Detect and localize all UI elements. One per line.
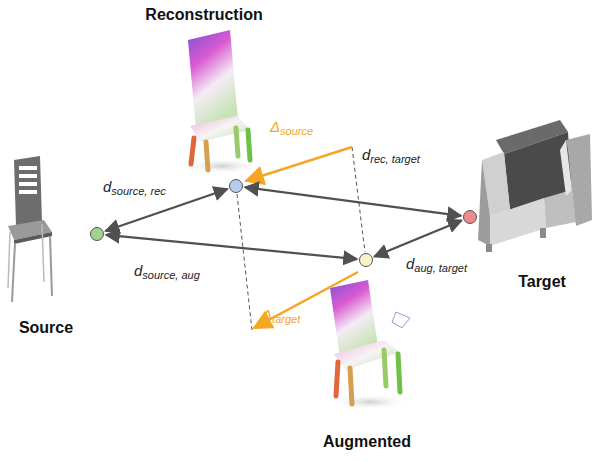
point-marker: Target — [463, 210, 477, 224]
distance-label: daug, target — [406, 255, 467, 274]
augmented-chair — [330, 280, 410, 410]
distance-label: dsource, rec — [103, 178, 166, 197]
delta-arrow — [254, 272, 358, 328]
delta-label: Δtarget — [262, 306, 300, 325]
delta-arrow — [246, 147, 352, 181]
point-marker: Source — [90, 227, 104, 241]
shape-name: Source — [19, 319, 73, 337]
point-marker: Augmented — [359, 253, 373, 267]
delta-label: Δsource — [270, 118, 313, 137]
dashed-guide — [237, 194, 252, 330]
reconstruction-chair — [182, 30, 262, 174]
shape-name: Target — [518, 273, 566, 291]
distance-label: drec, target — [362, 146, 420, 165]
source-chair — [8, 156, 52, 302]
shape-name: Reconstruction — [145, 6, 262, 24]
distance-arrow — [106, 235, 357, 259]
distance-arrow — [245, 187, 461, 216]
shape-name: Augmented — [323, 433, 411, 451]
distance-label: dsource, aug — [134, 262, 200, 281]
distance-arrow — [374, 220, 461, 256]
target-armchair — [478, 120, 592, 252]
point-marker: Reconstruction — [229, 179, 243, 193]
